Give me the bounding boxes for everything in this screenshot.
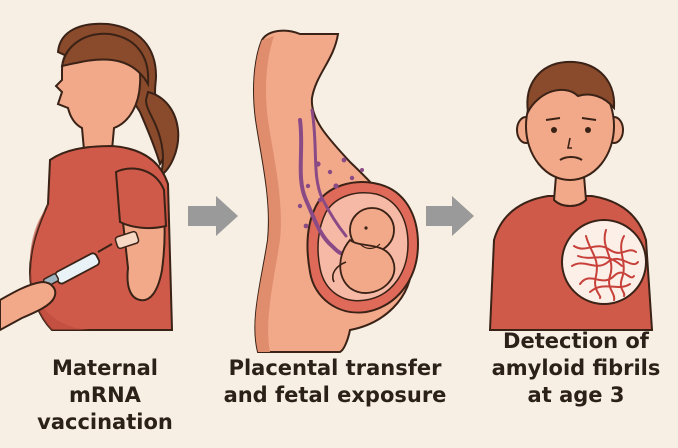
- caption-line: at age 3: [478, 382, 674, 409]
- arrow-right-icon: [426, 196, 474, 236]
- arrow-right-icon: [188, 196, 238, 236]
- amyloid-fibril-icon: [562, 220, 646, 304]
- caption-line: Placental transfer: [220, 355, 450, 382]
- caption-line: mRNA vaccination: [0, 382, 210, 436]
- child-figure: [490, 62, 652, 330]
- caption-line: amyloid fibrils: [478, 355, 674, 382]
- caption-line: and fetal exposure: [220, 382, 450, 409]
- maternal-figure: [0, 24, 178, 330]
- placental-figure: [254, 31, 418, 352]
- caption-placental: Placental transfer and fetal exposure: [220, 355, 450, 409]
- caption-maternal: Maternal mRNA vaccination: [0, 355, 210, 436]
- caption-line: Maternal: [0, 355, 210, 382]
- caption-line: Detection of: [478, 328, 674, 355]
- child-eye-right: [585, 127, 591, 133]
- caption-detection: Detection of amyloid fibrils at age 3: [478, 328, 674, 409]
- child-eye-left: [551, 127, 557, 133]
